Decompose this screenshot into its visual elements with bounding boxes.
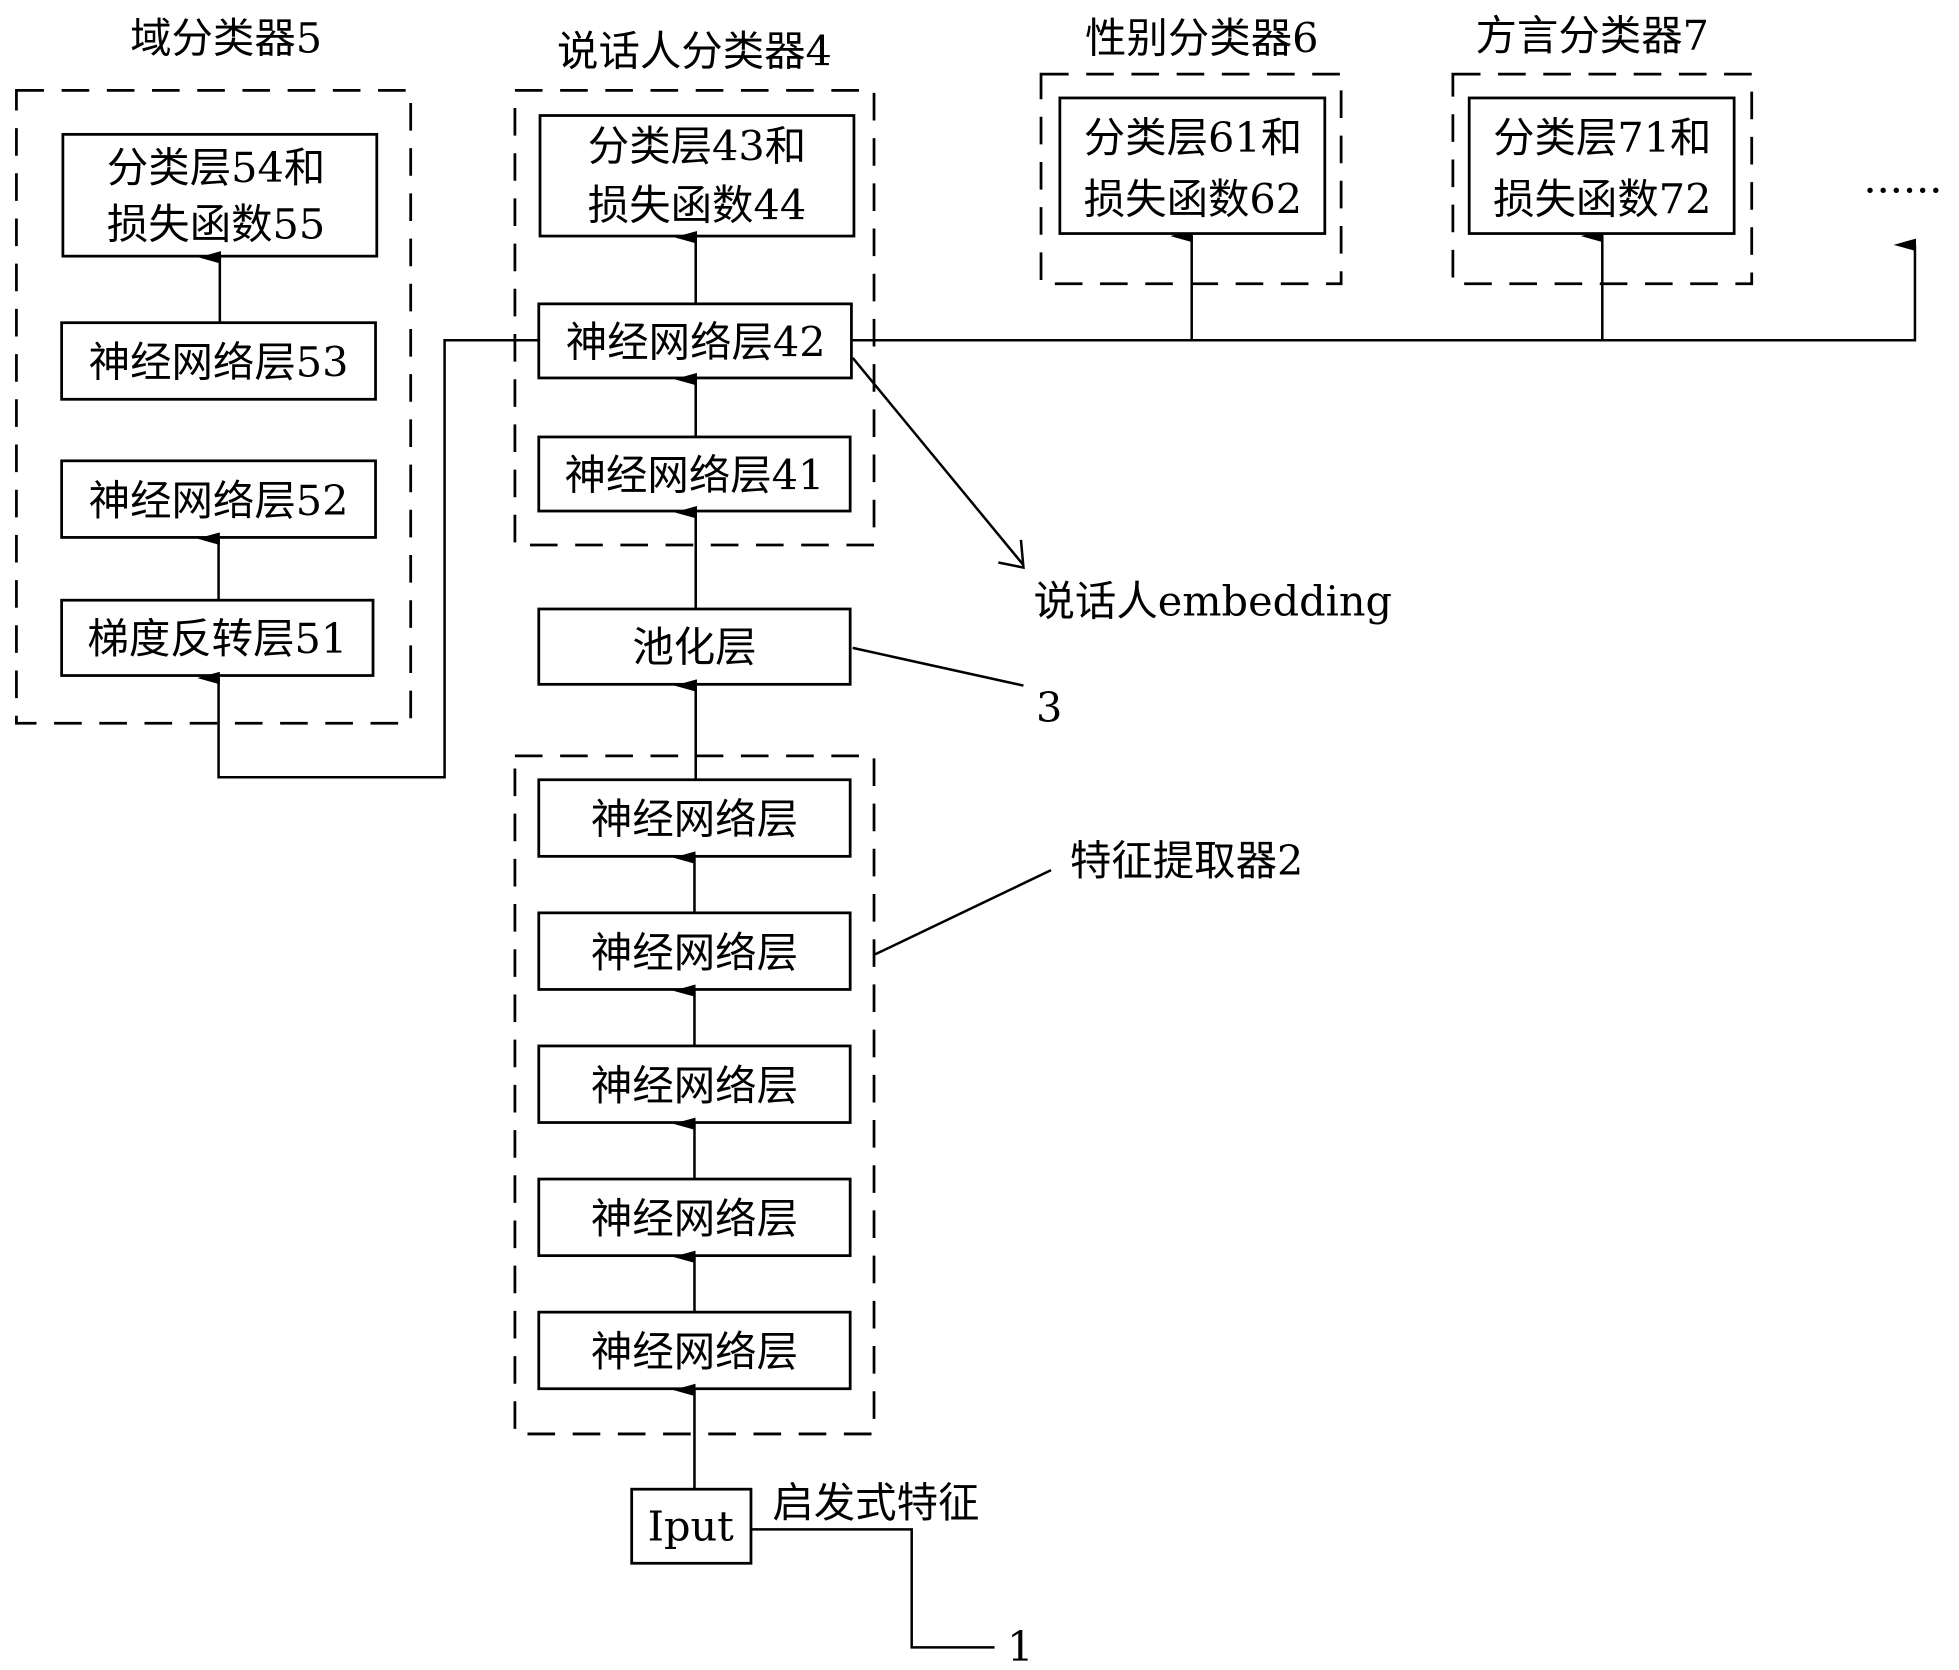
dialect-classifier-title: 方言分类器7 bbox=[1476, 12, 1709, 60]
box-label: 神经网络层 bbox=[591, 929, 798, 977]
box-label: 损失函数72 bbox=[1493, 175, 1711, 223]
box-label: 分类层61和 bbox=[1084, 114, 1302, 162]
box-label: 损失函数44 bbox=[588, 182, 806, 230]
box-label: 池化层 bbox=[632, 624, 756, 672]
domain-classifier-group bbox=[15, 89, 413, 725]
nn-layer-box bbox=[537, 911, 852, 991]
pooling-layer-box bbox=[537, 607, 852, 686]
classification-layer-43-box bbox=[538, 114, 856, 238]
ellipsis-more-classifiers: ······ bbox=[1863, 167, 1942, 215]
box-label: 神经网络层41 bbox=[565, 452, 825, 500]
gender-classifier-title: 性别分类器6 bbox=[1085, 15, 1318, 63]
embedding-arrowhead-icon bbox=[998, 539, 1025, 570]
box-label: 分类层71和 bbox=[1493, 114, 1711, 162]
feature-extractor-label: 特征提取器2 bbox=[1070, 837, 1303, 885]
box-label: 分类层54和 bbox=[107, 144, 325, 192]
input-ref-number: 1 bbox=[1007, 1623, 1033, 1670]
box-label: 损失函数55 bbox=[107, 201, 325, 249]
box-label: 神经网络层53 bbox=[89, 339, 349, 387]
classification-layer-71-box bbox=[1467, 96, 1736, 235]
heuristic-feature-label: 启发式特征 bbox=[772, 1479, 979, 1527]
classification-layer-61-box bbox=[1058, 96, 1327, 235]
feature-extractor-layers: 神经网络层 神经网络层 神经网络层 神经网络层 神经网络层 bbox=[537, 778, 852, 1391]
gender-classifier-group bbox=[1039, 72, 1343, 286]
feature-extractor-leader-line bbox=[874, 869, 1052, 956]
nn-layer-41-box bbox=[537, 435, 852, 513]
input-leader-line bbox=[750, 1528, 995, 1649]
box-label: 神经网络层 bbox=[591, 1195, 798, 1243]
connector-42-to-51 bbox=[197, 339, 539, 779]
nn-layer-box bbox=[537, 1177, 852, 1258]
nn-layer-box bbox=[537, 1310, 852, 1391]
box-label: 神经网络层52 bbox=[89, 477, 349, 525]
nn-layer-box bbox=[537, 778, 852, 858]
bus-line bbox=[852, 238, 1917, 342]
box-label: 梯度反转层51 bbox=[87, 615, 347, 663]
speaker-classifier-title: 说话人分类器4 bbox=[557, 27, 832, 75]
dialect-classifier-group bbox=[1451, 72, 1754, 286]
nn-layer-53-box bbox=[60, 321, 377, 401]
box-label: 分类层43和 bbox=[588, 123, 806, 171]
box-label: 神经网络层 bbox=[591, 1328, 798, 1376]
domain-classifier-title: 域分类器5 bbox=[130, 15, 322, 63]
nn-layer-box bbox=[537, 1044, 852, 1124]
input-box bbox=[630, 1487, 753, 1565]
box-label: 神经网络层 bbox=[591, 796, 798, 844]
feature-extractor-group bbox=[513, 754, 876, 1436]
speaker-embedding-label: 说话人embedding bbox=[1033, 577, 1392, 625]
box-label: 损失函数62 bbox=[1084, 175, 1302, 223]
pooling-leader-line bbox=[852, 646, 1024, 687]
embedding-arrow bbox=[851, 357, 1025, 566]
input-label: Iput bbox=[648, 1503, 735, 1551]
box-label: 神经网络层 bbox=[591, 1062, 798, 1110]
box-label: 神经网络层42 bbox=[566, 319, 826, 367]
pooling-ref-number: 3 bbox=[1036, 684, 1062, 732]
